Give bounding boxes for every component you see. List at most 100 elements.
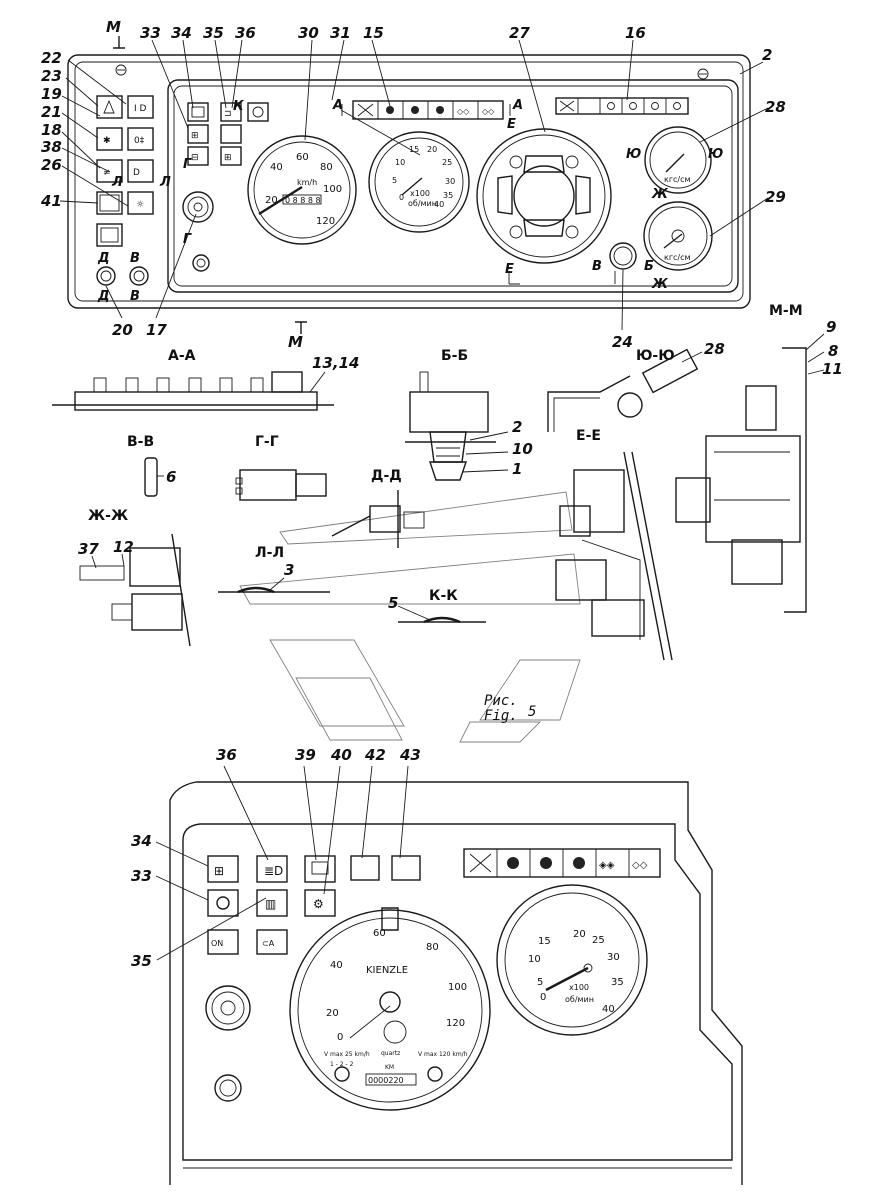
switch-22 <box>127 95 154 119</box>
tachometer-top-bezel <box>368 131 470 233</box>
svg-text:13,14: 13,14 <box>312 354 359 372</box>
callout-41: 41 <box>40 192 62 210</box>
enlarged-panel-detail: ⊞ ≣D ▥ ⚙ ON ⊂A <box>131 746 743 1185</box>
svg-text:36: 36 <box>216 746 237 764</box>
svg-text:А: А <box>512 98 523 113</box>
svg-text:42: 42 <box>364 746 386 764</box>
speedometer-top-tick-40: 40 <box>270 162 283 173</box>
callout-19: 19 <box>41 85 62 103</box>
detail-indicator-strip: ◈◈ ◇◇ <box>463 848 661 878</box>
svg-text:37: 37 <box>78 540 99 558</box>
section-title-zhzh: Ж-Ж <box>88 508 128 524</box>
svg-text:Ж: Ж <box>651 277 669 292</box>
svg-text:39: 39 <box>295 746 316 764</box>
svg-text:11: 11 <box>822 360 843 378</box>
tachometer-bottom: 0 5 10 15 20 25 30 35 40 x100 об/мин <box>496 884 648 1036</box>
figure-label-line2: Fig. <box>484 708 518 724</box>
pressure-gauge-28: кгс/см <box>644 126 712 194</box>
panel-inner-frame <box>74 61 744 302</box>
callout-m-top: М <box>106 18 121 36</box>
svg-text:KM: KM <box>385 1064 394 1071</box>
svg-text:⊐: ⊐ <box>224 109 232 119</box>
svg-text:30: 30 <box>607 952 620 963</box>
section-bb <box>405 371 509 481</box>
svg-text:40: 40 <box>434 200 444 209</box>
sections-area: А-А Б-Б Ю-Ю М-М В-В Г-Г Е-Е Д-Д Ж-Ж Л-Л … <box>52 303 843 743</box>
bottom-leaders <box>155 765 409 961</box>
svg-text:15: 15 <box>409 145 419 154</box>
figure-label-number: 5 <box>528 704 536 720</box>
section-ll <box>218 577 330 594</box>
detail-switch-34 <box>207 855 239 883</box>
section-mm <box>675 333 825 613</box>
speedometer-bottom-odometer <box>365 1073 417 1086</box>
svg-text:60: 60 <box>373 928 386 939</box>
svg-text:Л: Л <box>111 175 123 190</box>
tachometer-top: 0 5 10 15 20 25 30 35 40 x100 об/мин <box>368 131 470 233</box>
svg-text:⊂A: ⊂A <box>262 939 275 948</box>
svg-text:об/мин: об/мин <box>565 995 594 1004</box>
callout-20: 20 <box>112 321 133 339</box>
svg-text:Е: Е <box>505 262 514 277</box>
detail-switch-43 <box>391 855 421 881</box>
callout-17: 17 <box>146 321 167 339</box>
section-zhzh <box>79 533 191 647</box>
detail-switch-row3b <box>256 929 288 955</box>
tachometer-top-needle <box>401 177 423 196</box>
svg-text:35: 35 <box>443 191 453 200</box>
callout-33: 33 <box>140 24 161 42</box>
switch-20-block <box>96 223 123 247</box>
speedometer-top-tick-60: 60 <box>296 152 309 163</box>
section-vv <box>144 457 164 497</box>
section-title-ll: Л-Л <box>255 545 284 561</box>
section-title-mm: М-М <box>769 303 803 319</box>
switch-cluster-33-36: ⊞ ⊟ ⊐ ⊞ <box>182 102 269 272</box>
svg-text:x100: x100 <box>569 983 589 992</box>
svg-text:кгс/см: кгс/см <box>664 253 691 262</box>
svg-text:33: 33 <box>131 867 152 885</box>
callout-34: 34 <box>171 24 192 42</box>
detail-switch-40 <box>304 889 336 917</box>
tachometer-bottom-needle <box>545 966 589 992</box>
panel-gauge-window <box>167 79 739 293</box>
svg-text:8: 8 <box>828 342 838 360</box>
warning-lamp-24 <box>609 242 637 270</box>
svg-text:⊞: ⊞ <box>224 153 232 163</box>
svg-text:35: 35 <box>611 977 624 988</box>
svg-text:об/мин: об/мин <box>408 199 437 208</box>
callout-29: 29 <box>765 188 786 206</box>
speedometer-top-needle <box>258 185 303 216</box>
svg-text:40: 40 <box>330 960 343 971</box>
svg-text:2: 2 <box>512 418 522 436</box>
indicator-strip-16 <box>555 97 689 115</box>
svg-text:12: 12 <box>113 538 134 556</box>
svg-text:⊞: ⊞ <box>214 864 224 878</box>
switch-21 <box>96 127 123 151</box>
svg-text:≣D: ≣D <box>264 864 283 878</box>
top-leaders <box>59 39 769 331</box>
svg-text:3: 3 <box>284 561 294 579</box>
detail-switch-row3a <box>207 929 239 955</box>
lamp-20-left <box>96 266 116 286</box>
svg-text:80: 80 <box>426 942 439 953</box>
combination-gauge-27 <box>476 128 612 264</box>
switch-26 <box>127 191 154 215</box>
svg-text:Е: Е <box>507 117 516 132</box>
svg-text:quartz: quartz <box>381 1050 400 1057</box>
section-title-bb: Б-Б <box>441 348 468 364</box>
svg-text:Г: Г <box>183 157 192 172</box>
svg-text:Ю: Ю <box>626 147 641 162</box>
svg-text:≠: ≠ <box>103 168 111 178</box>
svg-text:20: 20 <box>326 1008 339 1019</box>
svg-text:В: В <box>130 289 140 304</box>
section-title-aa: А-А <box>168 348 196 364</box>
callout-16: 16 <box>625 24 646 42</box>
svg-text:D: D <box>133 168 140 178</box>
figure-label-line1: Рис. <box>484 693 518 709</box>
callout-2: 2 <box>762 46 772 64</box>
section-title-vv: В-В <box>127 434 154 450</box>
callout-38: 38 <box>41 138 62 156</box>
ignition-switch-17 <box>182 191 214 223</box>
section-title-yuyu: Ю-Ю <box>636 348 675 364</box>
svg-text:9: 9 <box>826 318 836 336</box>
